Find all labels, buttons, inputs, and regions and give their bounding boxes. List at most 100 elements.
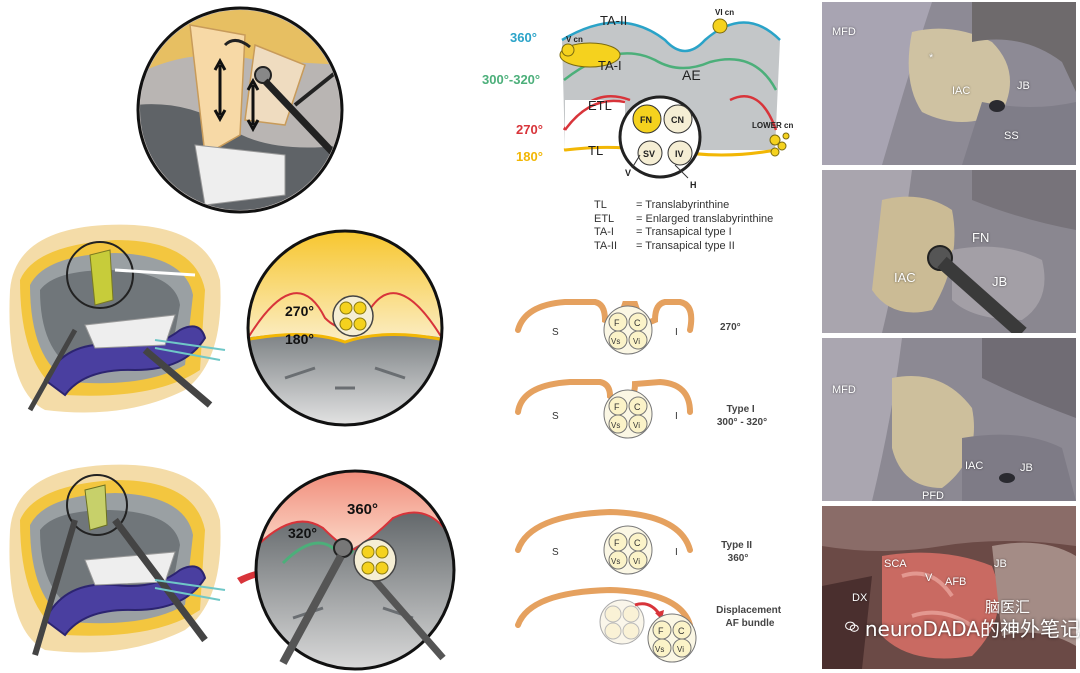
tl-label: TL (588, 143, 603, 158)
displacement-line1: Displacement (716, 605, 782, 616)
svg-text:S: S (552, 411, 559, 422)
schematic-270-label: 270° (720, 322, 741, 333)
svg-text:I: I (675, 327, 678, 338)
photo-3-pfd: PFD (922, 490, 944, 501)
svg-text:S: S (552, 547, 559, 558)
svg-text:Vs: Vs (655, 645, 664, 654)
photo-3-jb: JB (1020, 462, 1033, 474)
svg-text:C: C (634, 318, 641, 328)
schematic-displacement-drawing: F C Vs Vi Displacement AF bundle (515, 586, 784, 663)
fn-label: FN (640, 115, 652, 125)
photo-1-star: * (929, 52, 934, 64)
ae-label: AE (682, 67, 701, 83)
legend-row: ETL= Enlarged translabyrinthine (594, 212, 774, 225)
svg-text:F: F (614, 538, 620, 548)
type-ii-line2: 360° (728, 553, 749, 564)
surgical-photo-4: SCA V AFB JB DX (822, 506, 1076, 669)
photo-2-image (822, 170, 1076, 333)
deg-180-label: 180° (516, 149, 543, 164)
top-circle-illustration (135, 5, 345, 215)
svg-text:Vi: Vi (633, 557, 640, 566)
bottom-left-illustration (5, 460, 230, 660)
approach-diagram-drawing: 360° 300°-320° 270° 180° TA-II TA-I ETL … (482, 8, 793, 190)
svg-text:Vi: Vi (677, 645, 684, 654)
lower-cn-label: LOWER cn (752, 121, 793, 130)
svg-text:C: C (634, 538, 641, 548)
schematic-type-ii-label: Type II 360° (721, 540, 755, 564)
svg-text:Vs: Vs (611, 557, 620, 566)
photo-1-iac: IAC (952, 85, 971, 97)
svg-text:Vi: Vi (633, 337, 640, 346)
displacement-line2: AF bundle (726, 618, 775, 629)
middle-circle-zoom: 270° 180° (245, 228, 445, 428)
photo-3-mfd: MFD (832, 384, 856, 396)
v-label: V (625, 168, 631, 178)
abbreviation-legend: TL= Translabyrinthine ETL= Enlarged tran… (594, 199, 814, 253)
schematic-270: F C Vs Vi S I 270° (510, 290, 810, 370)
bot-circle-320-label: 320° (288, 525, 317, 541)
surgical-photo-1: MFD IAC JB SS * (822, 2, 1076, 165)
schematic-type-i: F C Vs Vi S I Type I 300° - 320° (510, 370, 810, 450)
v-cn-label: V cn (566, 35, 583, 44)
bottom-circle-zoom: 360° 320° (253, 468, 458, 673)
svg-text:F: F (614, 402, 620, 412)
photo-1-ss: SS (1004, 130, 1019, 142)
bot-circle-360-label: 360° (347, 501, 378, 518)
svg-text:Vs: Vs (611, 337, 620, 346)
schematic-270-drawing: F C Vs Vi S I 270° (515, 299, 741, 355)
deg-360-label: 360° (510, 30, 537, 45)
schematic-displacement-label: Displacement AF bundle (716, 605, 784, 629)
svg-text:C: C (678, 626, 685, 636)
photo-4-v: V (925, 572, 933, 584)
photo-1-jb: JB (1017, 80, 1030, 92)
wechat-icon (845, 621, 859, 632)
surgical-photo-2: FN IAC JB (822, 170, 1076, 333)
svg-text:I: I (675, 411, 678, 422)
photo-2-fn: FN (972, 230, 990, 245)
sv-label: SV (643, 149, 655, 159)
cn-label: CN (671, 115, 684, 125)
schematic-type-i-label: Type I 300° - 320° (717, 404, 767, 428)
type-i-line1: Type I (727, 404, 755, 415)
middle-left-drawing (9, 224, 226, 413)
h-label: H (690, 180, 697, 190)
photo-4-jb: JB (994, 558, 1007, 570)
legend-row: TL= Translabyrinthine (594, 199, 730, 211)
iv-label: IV (675, 149, 684, 159)
watermark-stamp: 脑医汇 (985, 598, 1031, 616)
photo-1-image (822, 2, 1076, 165)
schematic-type-ii-drawing: F C Vs Vi S I Type II 360° (515, 508, 755, 575)
schematic-type-ii: F C Vs Vi S I Type II 360° (510, 500, 810, 580)
type-ii-line1: Type II (721, 540, 752, 551)
photo-4-image (822, 506, 1076, 669)
mid-circle-270-label: 270° (285, 303, 314, 319)
mid-circle-180-label: 180° (285, 331, 314, 347)
bottom-circle-drawing: 360° 320° (254, 469, 456, 671)
svg-text:S: S (552, 327, 559, 338)
approach-diagram: 360° 300°-320° 270° 180° TA-II TA-I ETL … (470, 0, 820, 200)
schematic-type-i-drawing: F C Vs Vi S I Type I 300° - 320° (515, 378, 767, 439)
photo-3-image (822, 338, 1076, 501)
photo-2-jb: JB (992, 274, 1008, 289)
photo-4-afb: AFB (945, 576, 967, 588)
legend-row: TA-I= Transapical type I (594, 226, 732, 238)
photo-2-iac: IAC (894, 270, 916, 285)
vi-cn-label: VI cn (715, 8, 734, 17)
svg-text:I: I (675, 547, 678, 558)
svg-text:Vi: Vi (633, 421, 640, 430)
deg-270-label: 270° (516, 122, 543, 137)
middle-circle-drawing: 270° 180° (246, 229, 444, 427)
photo-3-iac: IAC (965, 460, 984, 472)
legend-row: TA-II= Transapical type II (594, 239, 735, 252)
schematic-displacement: F C Vs Vi Displacement AF bundle (510, 580, 810, 670)
photo-4-sca: SCA (884, 558, 907, 570)
deg-300-320-label: 300°-320° (482, 72, 540, 87)
etl-label: ETL (588, 98, 612, 113)
ta-ii-label: TA-II (600, 13, 627, 28)
svg-text:C: C (634, 402, 641, 412)
photo-4-dx: DX (852, 592, 868, 604)
watermark: neuroDADA的神外笔记 (845, 612, 1080, 642)
bottom-left-drawing (9, 464, 226, 656)
middle-left-illustration (5, 220, 230, 420)
photo-1-mfd: MFD (832, 26, 856, 38)
